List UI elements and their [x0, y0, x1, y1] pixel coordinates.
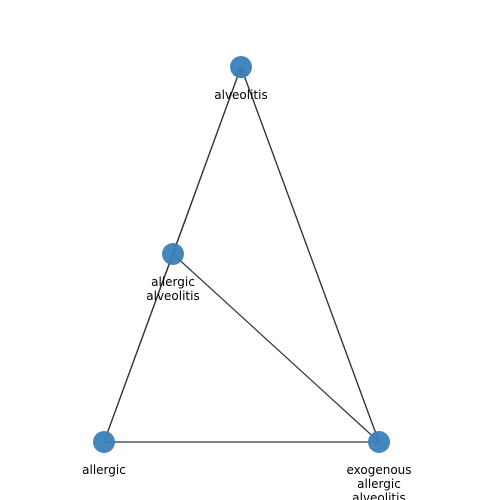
- node-alveolitis[interactable]: [230, 56, 252, 78]
- edges-layer: [103, 65, 380, 443]
- node-allergic[interactable]: [93, 431, 115, 453]
- node-label-line: alveolitis: [146, 289, 199, 303]
- node-exogenous-allergic-alveolitis[interactable]: [368, 431, 390, 453]
- node-label-line: allergic: [82, 463, 126, 477]
- nodes-layer: [93, 56, 390, 453]
- node-label-line: allergic: [357, 477, 401, 491]
- node-allergic-alveolitis[interactable]: [162, 243, 184, 265]
- edge-allergic-alveolitis-to-exogenous-allergic-alveolitis: [172, 253, 380, 443]
- node-label-line: exogenous: [346, 463, 411, 477]
- node-label-line: allergic: [151, 275, 195, 289]
- node-label-alveolitis: alveolitis: [214, 88, 267, 102]
- node-label-allergic: allergic: [82, 463, 126, 477]
- edge-exogenous-allergic-alveolitis-to-alveolitis: [240, 66, 380, 443]
- node-label-line: alveolitis: [214, 88, 267, 102]
- node-label-line: alveolitis: [352, 491, 405, 500]
